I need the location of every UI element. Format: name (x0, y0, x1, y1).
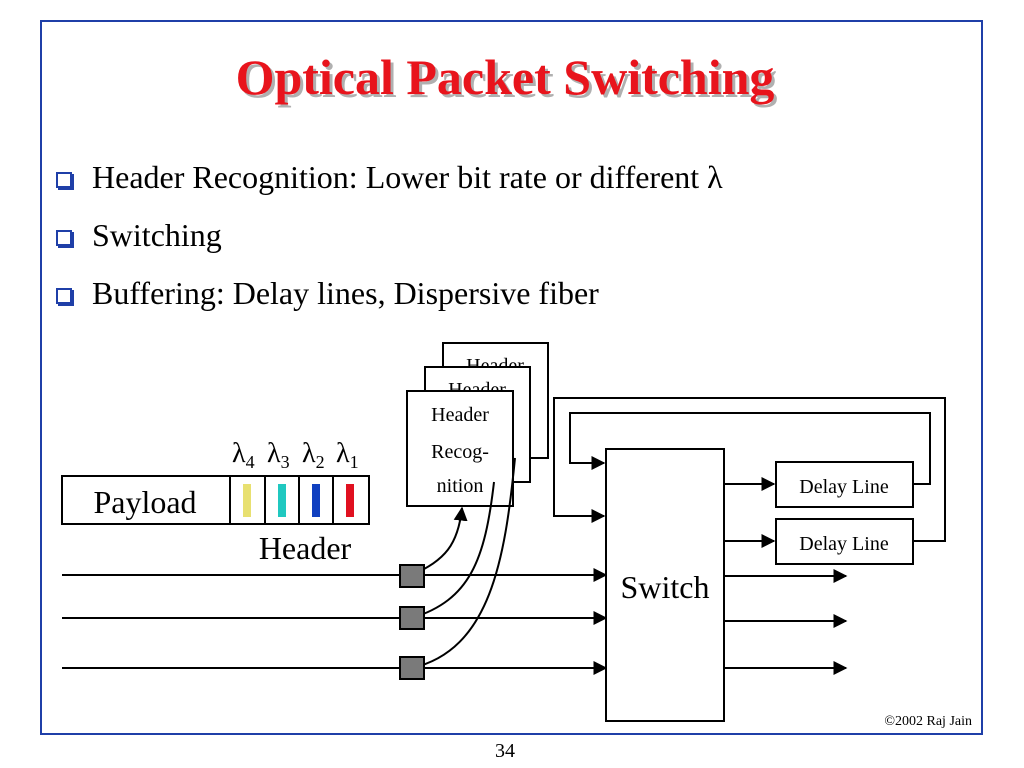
tap-line-3 (411, 457, 516, 669)
delay-line-label: Delay Line (799, 476, 889, 498)
bullet-list: Header Recognition: Lower bit rate or di… (52, 155, 723, 329)
lambda-1-label: λ1 (336, 438, 359, 472)
header-label: Header (259, 530, 352, 566)
lambda-3-label: λ3 (267, 438, 290, 472)
tap-line-2 (411, 481, 495, 619)
feedback-loop-2 (553, 397, 946, 542)
header-recog-box (406, 390, 514, 507)
lambda-2-label: λ2 (302, 438, 325, 472)
delay-line-label: Delay Line (799, 533, 889, 555)
lambda-labels: λ4 λ3 λ2 λ1 (232, 438, 359, 472)
copyright-text: ©2002 Raj Jain (884, 714, 972, 729)
bullet-item: Header Recognition: Lower bit rate or di… (52, 155, 723, 213)
feedback-loop-1 (569, 412, 931, 485)
delay-line-box-1 (775, 461, 914, 508)
lambda-2-bar (312, 484, 320, 517)
bullet-square-icon (56, 230, 72, 246)
bullet-item: Buffering: Delay lines, Dispersive fiber (52, 271, 723, 329)
slide-title: Optical Packet Switching (235, 49, 775, 105)
bullet-square-icon (56, 288, 72, 304)
header-recog-line: Recog- (431, 441, 489, 463)
switch-label: Switch (621, 569, 710, 605)
bullet-text: Switching (92, 217, 222, 253)
coupler-1 (399, 564, 425, 588)
coupler-2 (399, 606, 425, 630)
bullet-square-icon (56, 172, 72, 188)
bullet-text: Header Recognition: Lower bit rate or di… (92, 159, 723, 195)
switch-box (605, 448, 725, 722)
lambda-4-label: λ4 (232, 438, 255, 472)
coupler-3 (399, 656, 425, 680)
bullet-item: Switching (52, 213, 723, 271)
header-recog-line: Header (431, 404, 489, 426)
bullet-text: Buffering: Delay lines, Dispersive fiber (92, 275, 599, 311)
lambda-3-bar (278, 484, 286, 517)
lambda-1-bar (346, 484, 354, 517)
slide-frame (40, 20, 983, 735)
header-recog-line: nition (437, 475, 484, 497)
lambda-4-bar (243, 484, 251, 517)
page-number: 34 (495, 740, 515, 762)
payload-label: Payload (93, 484, 196, 520)
